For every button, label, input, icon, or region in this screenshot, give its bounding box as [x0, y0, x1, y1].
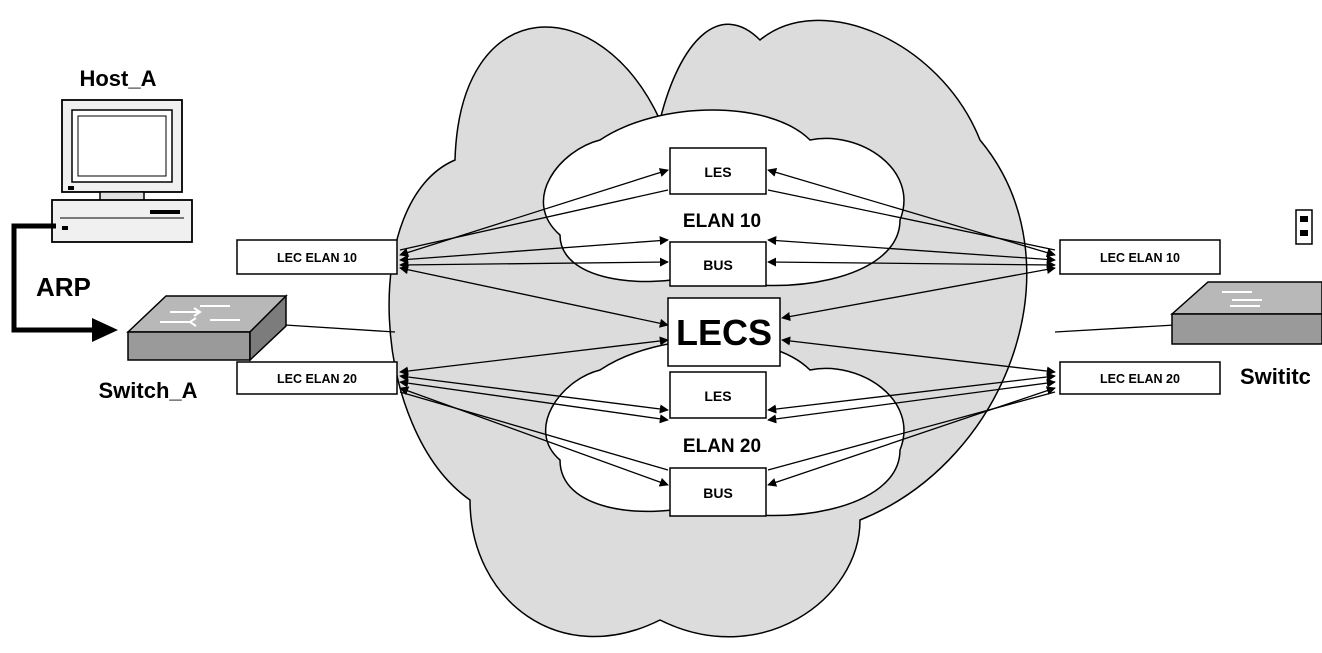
- host-a-label: Host_A: [79, 66, 156, 91]
- arp-arrowhead-icon: [92, 318, 118, 342]
- switch-a-label: Switch_A: [98, 378, 197, 403]
- lecs-label: LECS: [676, 312, 772, 353]
- bus-elan20-box: BUS: [669, 467, 767, 517]
- les-elan10-box: LES: [669, 147, 767, 195]
- lec-elan10-left-box: LEC ELAN 10: [236, 239, 398, 275]
- lec-elan10-left-label: LEC ELAN 10: [277, 251, 357, 265]
- host-a-computer-icon: [51, 99, 193, 243]
- lec-elan20-left-label: LEC ELAN 20: [277, 372, 357, 386]
- switch-right-label: Swititc: [1240, 364, 1311, 389]
- lec-elan20-left-box: LEC ELAN 20: [236, 361, 398, 395]
- lec-elan10-right-label: LEC ELAN 10: [1100, 251, 1180, 265]
- arp-label: ARP: [36, 272, 91, 302]
- connections: [284, 167, 1176, 487]
- lec-elan20-right-label: LEC ELAN 20: [1100, 372, 1180, 386]
- bus-elan10-box: BUS: [669, 241, 767, 287]
- lec-elan20-right-box: LEC ELAN 20: [1059, 361, 1221, 395]
- right-host-fragment-icon: [1295, 209, 1313, 245]
- les-elan20-label: LES: [704, 388, 731, 404]
- switch-a-icon: [126, 294, 288, 362]
- arp-arrow: [11, 223, 98, 333]
- bus-elan20-label: BUS: [703, 485, 733, 501]
- lec-elan10-right-box: LEC ELAN 10: [1059, 239, 1221, 275]
- bus-elan10-label: BUS: [703, 257, 733, 273]
- elan20-label: ELAN 20: [683, 436, 761, 457]
- les-elan20-box: LES: [669, 371, 767, 419]
- lecs-box: LECS: [667, 297, 781, 367]
- switch-right-icon: [1170, 281, 1322, 345]
- elan10-label: ELAN 10: [683, 211, 761, 232]
- les-elan10-label: LES: [704, 164, 731, 180]
